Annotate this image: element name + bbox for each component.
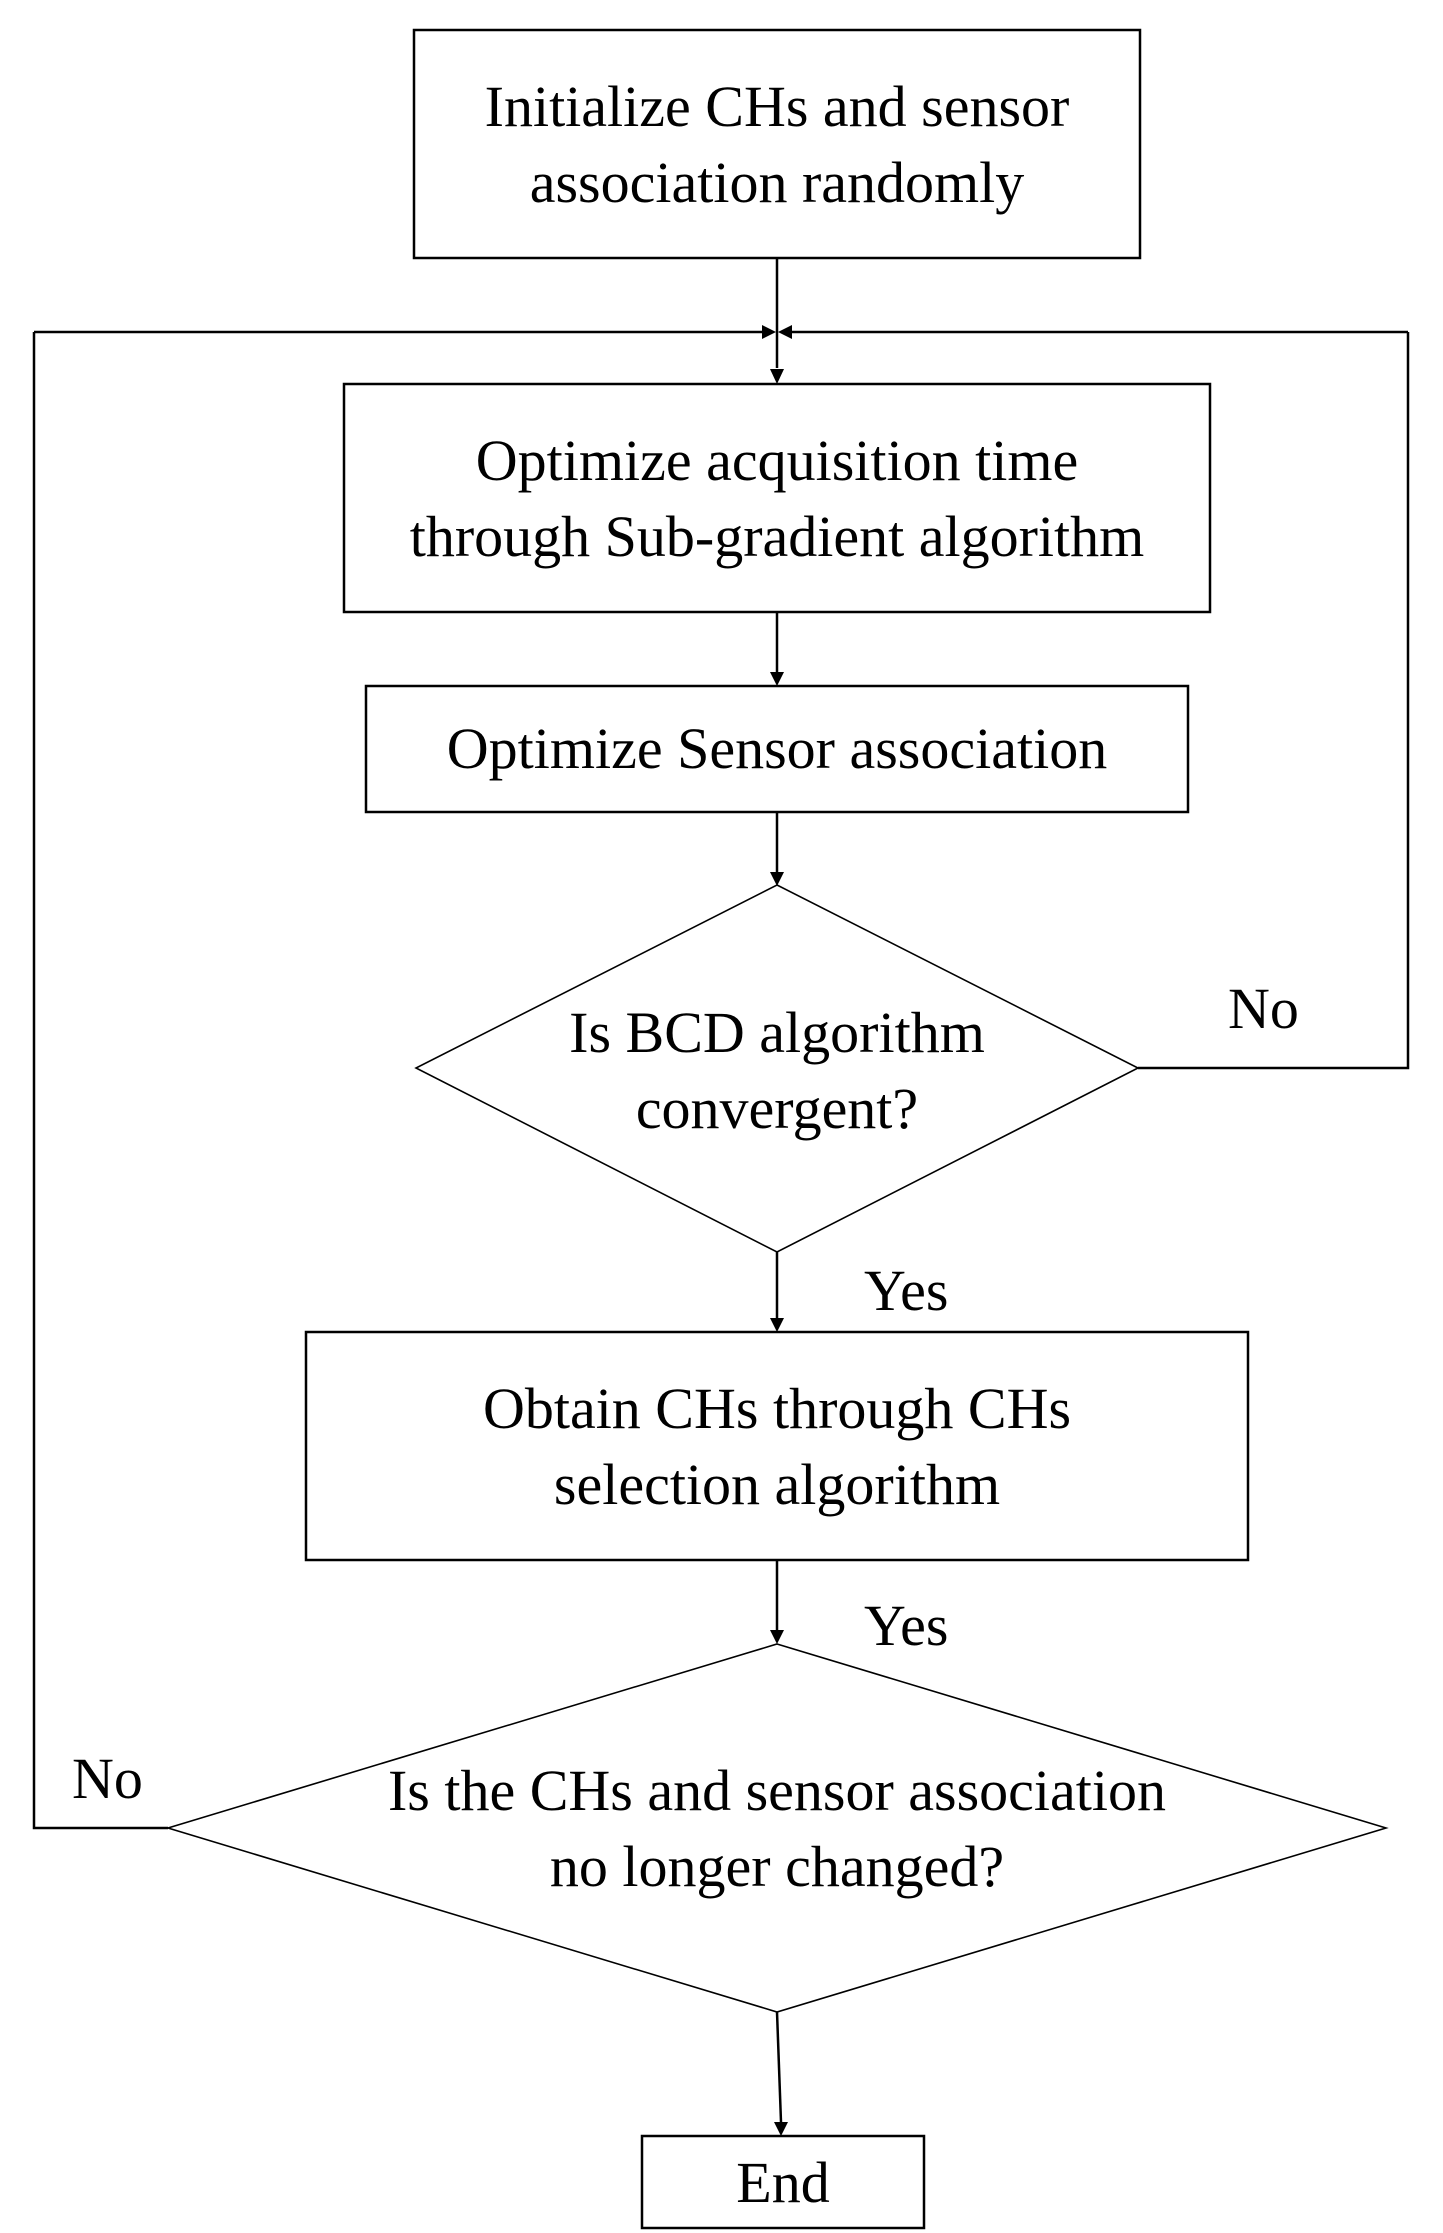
init-box: Initialize CHs and sensor association ra…	[412, 28, 1142, 260]
connector-change-to-end	[775, 2011, 783, 2123]
arrowhead-into-end	[774, 2122, 788, 2136]
obtain-chs-box: Obtain CHs through CHs selection algorit…	[304, 1330, 1250, 1562]
arrowhead-merge-from-left	[762, 325, 776, 339]
change-line-2: no longer changed?	[550, 1834, 1004, 1899]
optimize-time-line-1: Optimize acquisition time	[476, 428, 1078, 493]
optimize-time-line-2: through Sub-gradient algorithm	[410, 504, 1145, 569]
arrowhead-into-optimize-assoc	[770, 672, 784, 686]
arrowhead-into-bcd	[770, 872, 784, 886]
optimize-assoc-line-1: Optimize Sensor association	[447, 716, 1107, 781]
obtain-chs-line-2: selection algorithm	[554, 1452, 1000, 1517]
arrowhead-merge-from-right	[778, 325, 792, 339]
arrowhead-into-obtain	[770, 1318, 784, 1332]
init-line-1: Initialize CHs and sensor	[485, 74, 1070, 139]
edge-label-bcd-yes: Yes	[864, 1258, 948, 1323]
arrowhead-into-change	[770, 1630, 784, 1644]
optimize-time-box: Optimize acquisition time through Sub-gr…	[342, 382, 1212, 614]
edge-label-obtain-yes: Yes	[864, 1593, 948, 1658]
bcd-line-2: convergent?	[636, 1076, 918, 1141]
connector-bcd-no-loop	[1138, 332, 1410, 1070]
obtain-chs-line-1: Obtain CHs through CHs	[483, 1376, 1071, 1441]
change-decision: Is the CHs and sensor association no lon…	[165, 1643, 1389, 2013]
edge-label-bcd-no: No	[1228, 976, 1299, 1041]
bcd-decision: Is BCD algorithm convergent?	[414, 884, 1140, 1253]
end-line-1: End	[736, 2150, 829, 2215]
bcd-line-1: Is BCD algorithm	[569, 1000, 985, 1065]
init-line-2: association randomly	[530, 150, 1025, 215]
edge-label-change-no: No	[72, 1746, 143, 1811]
end-box: End	[640, 2134, 926, 2230]
arrowhead-into-optimize-time	[770, 369, 784, 384]
optimize-assoc-box: Optimize Sensor association	[364, 684, 1190, 814]
connector-change-no-loop	[32, 332, 168, 1830]
change-line-1: Is the CHs and sensor association	[388, 1758, 1166, 1823]
